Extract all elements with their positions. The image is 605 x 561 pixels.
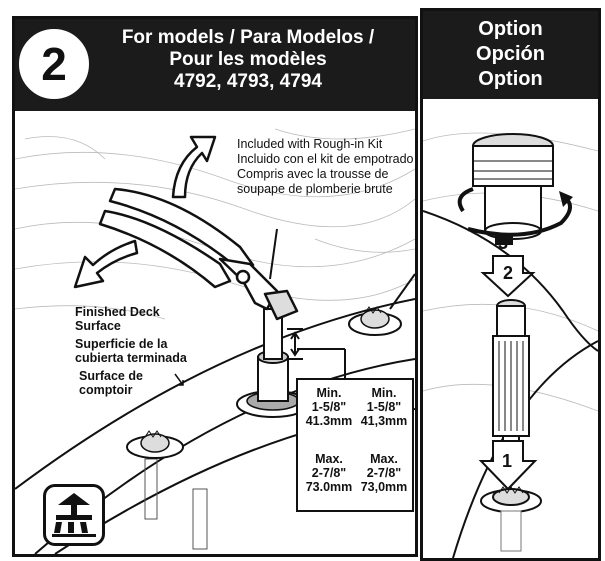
option-title: Option Opción Option: [423, 17, 598, 92]
spec-inches: 1-5/8": [311, 400, 347, 414]
right-valve-icon: [348, 306, 402, 336]
kit-note-line: Compris avec la trousse de: [237, 167, 389, 181]
kit-note: Included with Rough-in Kit Incluido con …: [237, 137, 414, 197]
bottom-valve-icon: [480, 486, 542, 552]
spec-label: Max.: [370, 452, 398, 466]
kit-note-line: Included with Rough-in Kit: [237, 137, 383, 151]
kit-note-line: soupape de plomberie brute: [237, 182, 393, 196]
spec-min-right: Min. 1-5/8" 41,3mm: [358, 386, 410, 428]
svg-text:2: 2: [503, 263, 513, 283]
spec-mm: 73,0mm: [360, 480, 408, 494]
spec-mm: 73.0mm: [305, 480, 353, 494]
spec-mm: 41,3mm: [360, 414, 408, 428]
header-line-2: Pour les modèles: [169, 49, 327, 70]
spec-min-left: Min. 1-5/8" 41.3mm: [304, 386, 354, 428]
deck-note-fr-1: Surface de: [79, 369, 143, 383]
kit-note-line: Incluido con el kit de empotrado: [237, 152, 414, 166]
spec-inches: 2-7/8": [311, 466, 347, 480]
spec-label: Min.: [316, 386, 342, 400]
pliers-icon: [98, 187, 299, 321]
main-header: For models / Para Modelos / Pour les mod…: [15, 19, 415, 111]
spec-inches: 2-7/8": [366, 466, 402, 480]
option-line-es: Opción: [476, 43, 545, 65]
adapter-nut-icon: [472, 133, 554, 240]
step-arrow-1: 1: [478, 440, 538, 491]
spec-max-left: Max. 2-7/8" 73.0mm: [304, 452, 354, 494]
main-title: For models / Para Modelos / Pour les mod…: [93, 27, 403, 93]
installation-illustration: [15, 128, 415, 554]
main-panel: For models / Para Modelos / Pour les mod…: [12, 16, 418, 557]
deck-note-en-2: Surface: [75, 319, 121, 333]
deck-note-fr-2: comptoir: [79, 383, 133, 397]
header-line-1: For models / Para Modelos /: [121, 27, 375, 48]
svg-text:1: 1: [502, 451, 512, 471]
rotate-arrow-icon: [73, 135, 217, 289]
spec-max-right: Max. 2-7/8" 73,0mm: [358, 452, 410, 494]
step-arrow-2: 2: [480, 255, 536, 298]
svg-text:3: 3: [498, 233, 508, 253]
spec-label: Max.: [315, 452, 343, 466]
option-illustration: 3 2 1: [423, 132, 598, 558]
center-valve-icon: [236, 308, 310, 418]
spec-mm: 41.3mm: [305, 414, 353, 428]
valve-stem-icon: [492, 299, 530, 459]
option-line-en: Option: [478, 18, 543, 40]
dimension-spec-box: Min. 1-5/8" 41.3mm Min. 1-5/8" 41,3mm Ma…: [296, 378, 414, 512]
deck-note-es-2: cubierta terminada: [75, 351, 187, 365]
deck-note-en-1: Finished Deck: [75, 305, 160, 319]
option-header: Option Opción Option: [423, 11, 598, 99]
header-line-3: 4792, 4793, 4794: [174, 71, 322, 92]
step-number: 2: [15, 25, 93, 103]
deck-surface-note: Finished Deck Surface Superficie de la c…: [75, 305, 187, 397]
left-valve-icon: [126, 430, 184, 459]
step-arrow-3: 3: [495, 233, 513, 253]
dimension-marker: [287, 328, 346, 381]
spec-inches: 1-5/8": [366, 400, 402, 414]
deck-note-es-1: Superficie de la: [75, 337, 168, 351]
faucet-badge-icon: [43, 484, 105, 546]
option-panel: Option Opción Option 3: [420, 8, 601, 561]
option-line-fr: Option: [478, 68, 543, 90]
spec-label: Min.: [371, 386, 397, 400]
